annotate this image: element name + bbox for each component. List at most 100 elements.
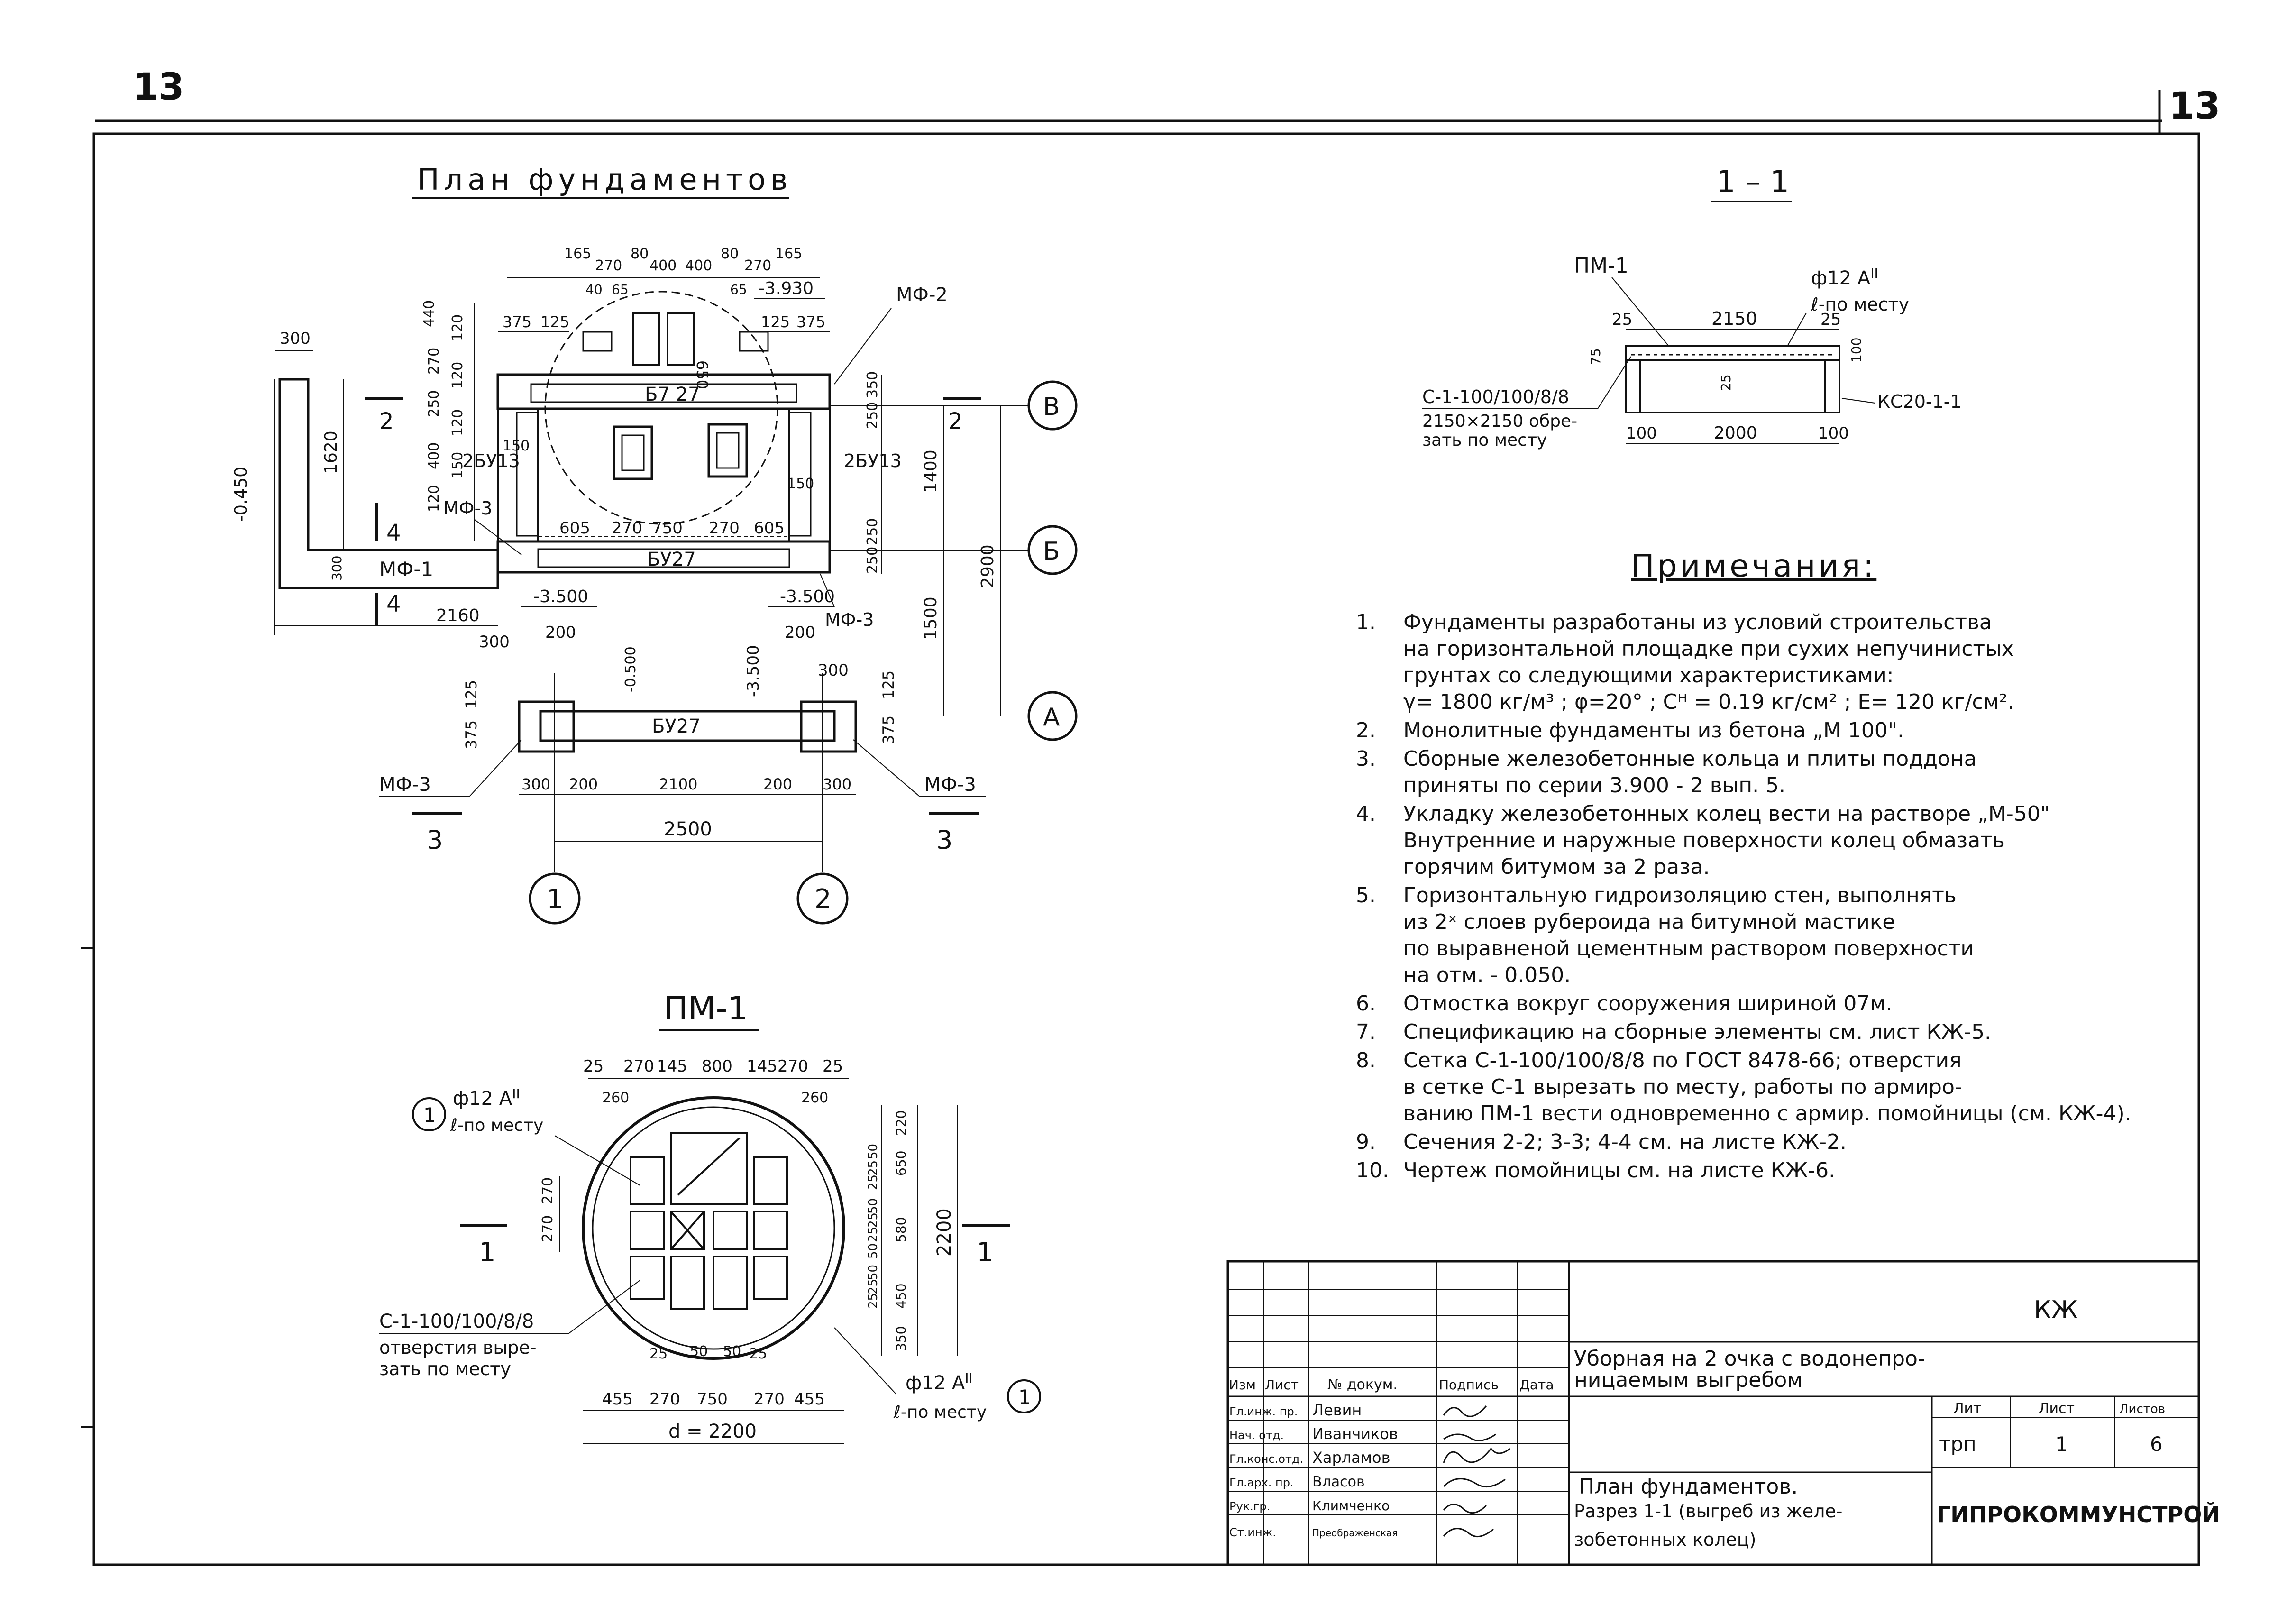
pm1-dim-top2-1: 260 xyxy=(801,1090,828,1106)
column-left xyxy=(516,412,539,537)
lv-3: 270 xyxy=(426,348,442,375)
axis-bubble-Б xyxy=(1027,525,1078,575)
note-item: 9. Сечения 2-2; 3-3; 4-4 см. на листе КЖ-… xyxy=(1356,1129,2209,1156)
pm1-dim-top-0: 25 xyxy=(583,1057,604,1076)
rc-3: 250 xyxy=(864,518,881,545)
tb-code: КЖ xyxy=(2034,1296,2078,1324)
dim-top2-0: 40 xyxy=(585,282,603,297)
section-1-1: 1 – 1 ПМ-1 ф12 АII ℓ-по месту 25 2150 25… xyxy=(1422,165,1962,450)
section-3-right: 3 xyxy=(936,825,952,855)
note-number: 3. xyxy=(1356,747,1376,771)
tb-role-4: Рук.гр. xyxy=(1229,1500,1270,1513)
dim-lower-top-2: 200 xyxy=(785,623,815,642)
label-2by13-right: 2БУ13 xyxy=(844,450,902,471)
pm1-left-dim-1: 270 xyxy=(540,1215,556,1242)
dim-lower-right-0: 125 xyxy=(879,670,897,699)
section-4-bottom: 4 xyxy=(386,591,401,617)
rc-2: 1400 xyxy=(921,450,941,493)
elev-left: -0.450 xyxy=(231,467,251,522)
dim-bottom-2: 2100 xyxy=(659,775,697,793)
pm1-bottom-small-1: 50 xyxy=(690,1343,708,1360)
label-mf3-bot-left: МФ-3 xyxy=(379,774,431,796)
elev-mid-right: -3.500 xyxy=(780,587,835,606)
notes-list: 1.Фундаменты разработаны из условий стро… xyxy=(1356,609,2209,1184)
lv-4: 250 xyxy=(426,390,442,417)
pm1-dim-bottom-1: 270 xyxy=(649,1390,680,1409)
pm1-dim-bottom-3: 270 xyxy=(754,1390,785,1409)
note-number: 2. xyxy=(1356,718,1376,743)
section11-dim-bottom-1: 2000 xyxy=(1714,423,1757,443)
pm1-rd-11: 25 xyxy=(866,1279,880,1294)
dim-top-1: 270 xyxy=(595,257,622,274)
pm1-rebar-leader-bottom xyxy=(834,1327,896,1395)
dim-lower-top-1: 200 xyxy=(545,623,576,642)
pm1-dim-bottom-4: 455 xyxy=(794,1390,825,1409)
pm1-marker-top-label: 1 xyxy=(423,1103,436,1127)
pm1-title: ПМ-1 xyxy=(664,990,748,1028)
note-item: 5. Горизонтальную гидроизоляцию стен, вып… xyxy=(1356,882,2209,989)
tb-name-2: Харламов xyxy=(1312,1449,1390,1467)
note-number: 10. xyxy=(1356,1158,1389,1183)
elev-mid-left: -3.500 xyxy=(533,587,588,606)
pm1-bottom-small-2: 50 xyxy=(723,1343,741,1360)
section11-c-note2: зать по месту xyxy=(1422,431,1547,450)
dim-top2-1: 65 xyxy=(612,282,629,297)
pm1-rd-4: 650 xyxy=(893,1151,909,1176)
rc-1: 350 xyxy=(864,371,881,398)
elev-top: -3.930 xyxy=(759,279,814,298)
tb-name-4: Климченко xyxy=(1312,1498,1390,1514)
page-number-right: 13 xyxy=(2169,85,2221,128)
tb-lit: трп xyxy=(1939,1432,1976,1456)
tb-sheets-header: Листов xyxy=(2119,1402,2165,1416)
tb-col-izm: Изм xyxy=(1229,1377,1256,1393)
pm1-dim-top-1: 270 xyxy=(623,1057,654,1076)
section11-slab xyxy=(1625,345,1840,361)
section11-dim-top-2: 25 xyxy=(1820,310,1841,329)
note-number: 5. xyxy=(1356,883,1376,908)
pm1-dim-bottom-0: 455 xyxy=(602,1390,633,1409)
pm1-slab: ПМ-1 25 270 145 800 145 270 25 260 260 xyxy=(379,990,1041,1444)
tb-sheet-no: 1 xyxy=(2055,1432,2068,1456)
rc-0: 250 xyxy=(864,402,881,429)
section11-ring-left xyxy=(1625,359,1641,413)
axis-label-1: 1 xyxy=(547,884,564,915)
note-text: Горизонтальную гидроизоляцию стен, выпол… xyxy=(1403,883,1975,987)
tb-role-1: Нач. отд. xyxy=(1229,1429,1284,1442)
tb-role-3: Гл.арх. пр. xyxy=(1229,1476,1294,1489)
pm1-left-dim-0: 270 xyxy=(540,1177,556,1204)
tb-project-2: ницаемым выгребом xyxy=(1574,1368,1803,1392)
dim-top-2: 80 xyxy=(631,246,649,262)
dim-300-left: 300 xyxy=(329,556,345,581)
pm1-dim-top-3: 800 xyxy=(702,1057,732,1076)
note-text: Сечения 2-2; 3-3; 4-4 см. на листе КЖ-2. xyxy=(1403,1130,1847,1154)
section11-title: 1 – 1 xyxy=(1716,165,1789,200)
pm1-rd-0: 220 xyxy=(893,1110,909,1136)
tb-name-3: Власов xyxy=(1312,1474,1365,1490)
note-text: Монолитные фундаменты из бетона „М 100". xyxy=(1403,718,1904,743)
pm1-rd-3: 25 xyxy=(866,1174,880,1190)
footing-lower-left xyxy=(518,700,575,753)
lv-5: 120 xyxy=(449,409,466,436)
pm1-bottom-small-0: 25 xyxy=(649,1346,668,1362)
tb-role-5: Ст.инж. xyxy=(1229,1526,1276,1539)
leader-mf2 xyxy=(834,308,892,385)
section11-dim-top-1: 2150 xyxy=(1711,308,1757,329)
footing-lower-right xyxy=(800,700,857,753)
note-number: 9. xyxy=(1356,1130,1376,1154)
rc-6: 1500 xyxy=(921,596,941,640)
section11-c-leader xyxy=(1597,356,1631,409)
drawing-frame xyxy=(92,132,2200,1566)
tb-org: ГИПРОКОММУНСТРОЙ xyxy=(1937,1502,2220,1527)
dim-150-left: 150 xyxy=(503,438,530,454)
section11-rebar: ф12 АII xyxy=(1811,266,1878,289)
tb-frame xyxy=(1226,1260,2200,1566)
hole-left-inner xyxy=(621,434,645,471)
note-item: 3.Сборные железобетонные кольца и плиты … xyxy=(1356,746,2209,799)
dim-bottom-4: 300 xyxy=(823,775,851,793)
tb-col-list: Лист xyxy=(1265,1377,1299,1393)
note-item: 6.Отмостка вокруг сооружения шириной 07м… xyxy=(1356,991,2209,1017)
tb-name-5: Преображенская xyxy=(1312,1527,1398,1539)
label-b727: Б7 27 xyxy=(645,384,700,405)
tb-sheet-title-3: зобетонных колец) xyxy=(1574,1529,1756,1550)
